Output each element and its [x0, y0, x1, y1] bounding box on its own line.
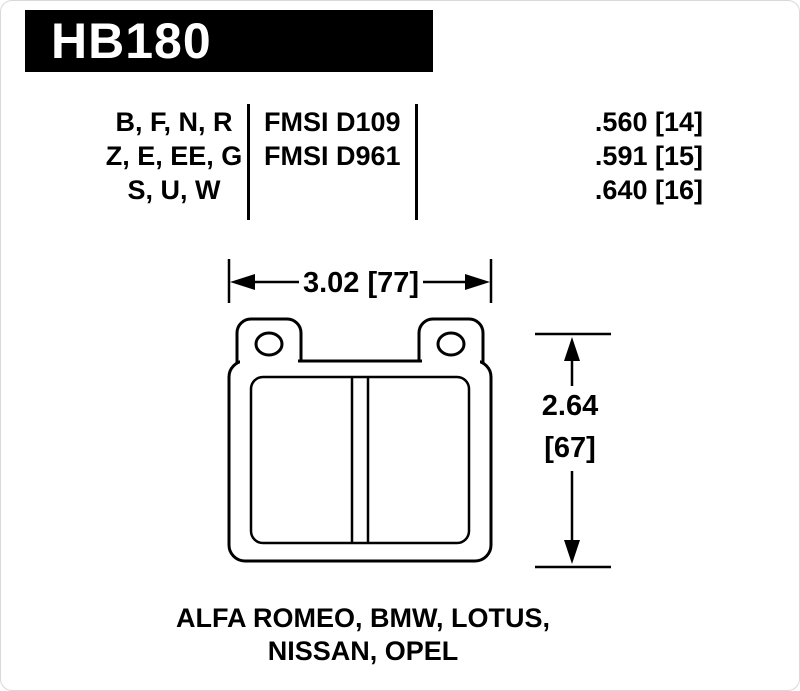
compound-codes-column: B, F, N, R Z, E, EE, G S, U, W	[69, 105, 279, 207]
spec-divider-left	[247, 104, 250, 220]
height-arrowhead-top	[564, 337, 580, 361]
height-dimension-inches-label: 2.64	[542, 390, 598, 422]
width-arrowhead-right	[465, 274, 490, 290]
friction-material-outline	[249, 375, 471, 545]
fmsi-row: FMSI D961	[264, 141, 401, 171]
vehicle-applications: ALFA ROMEO, BMW, LOTUS, NISSAN, OPEL	[1, 602, 725, 668]
backing-plate-outline	[227, 359, 493, 563]
width-arrowhead-left	[230, 274, 255, 290]
width-dimension-label: 3.02 [77]	[303, 267, 419, 299]
height-arrowhead-bottom	[564, 540, 580, 564]
compound-codes-row: S, U, W	[127, 175, 221, 205]
thickness-row: .591 [15]	[594, 141, 703, 171]
height-dimension	[535, 332, 611, 569]
applications-line-2: NISSAN, OPEL	[267, 636, 459, 666]
thickness-row: .640 [16]	[594, 175, 703, 205]
part-number-banner: HB180	[25, 10, 433, 72]
mounting-hole-left	[254, 331, 284, 357]
fmsi-column: FMSI D109 FMSI D961	[264, 105, 424, 173]
ear-joint-mask-right	[422, 356, 480, 366]
thickness-row: .560 [14]	[594, 107, 703, 137]
part-number: HB180	[51, 13, 212, 69]
thickness-column: .560 [14] .591 [15] .640 [16]	[558, 105, 703, 207]
mounting-hole-right	[436, 331, 466, 357]
compound-codes-row: Z, E, EE, G	[105, 141, 243, 171]
width-dimension	[227, 259, 493, 303]
applications-line-1: ALFA ROMEO, BMW, LOTUS,	[176, 603, 550, 633]
spec-divider-right	[415, 104, 418, 220]
compound-codes-row: B, F, N, R	[115, 107, 233, 137]
fmsi-row: FMSI D109	[264, 107, 401, 137]
ear-joint-mask-left	[240, 356, 298, 366]
height-dimension-mm-label: [67]	[544, 432, 596, 464]
